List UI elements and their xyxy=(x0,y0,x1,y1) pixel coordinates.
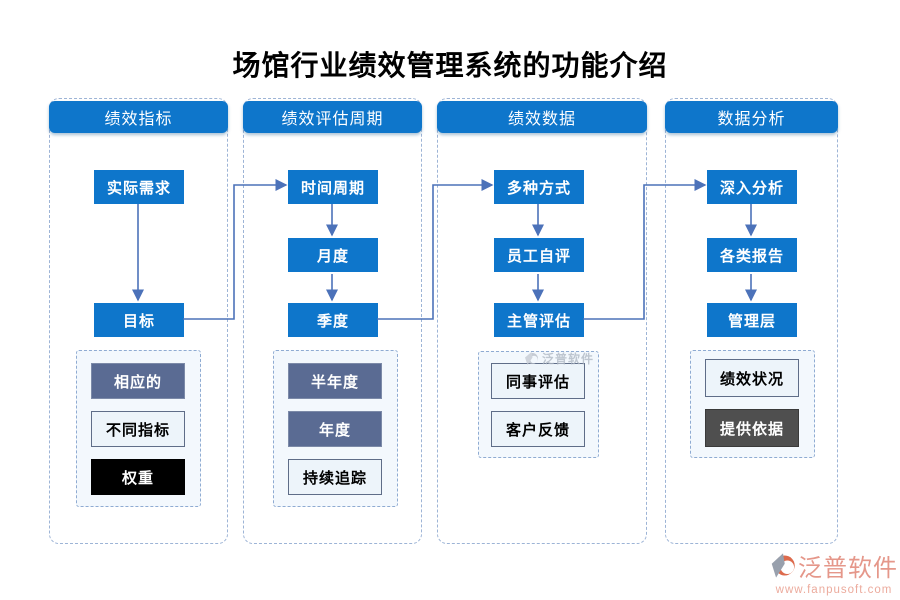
sub-node-customer-feedback: 客户反馈 xyxy=(491,411,585,447)
flow-node-monthly: 月度 xyxy=(288,238,378,272)
flow-node-management-layer: 管理层 xyxy=(707,303,797,337)
column-evaluation-cycle: 绩效评估周期 时间周期 月度 季度 半年度 年度 持续追踪 xyxy=(243,98,422,544)
watermark-logo: 泛普软件 xyxy=(524,350,594,366)
column-performance-indicators: 绩效指标 实际需求 目标 相应的 不同指标 权重 xyxy=(49,98,228,544)
footer-brand-text: 泛普软件 xyxy=(798,555,898,582)
sub-node-annual: 年度 xyxy=(288,411,382,447)
sub-node-provide-basis: 提供依据 xyxy=(705,409,799,447)
fanpu-logo-icon xyxy=(771,553,795,578)
sub-node-performance-status: 绩效状况 xyxy=(705,359,799,397)
sub-node-different-indicators: 不同指标 xyxy=(91,411,185,447)
flow-node-goal: 目标 xyxy=(94,303,184,337)
watermark-brand-text: 泛普软件 xyxy=(542,351,595,366)
flow-node-quarterly: 季度 xyxy=(288,303,378,337)
footer-url: www.fanpusoft.com xyxy=(775,584,893,596)
column-performance-data: 绩效数据 多种方式 员工自评 主管评估 同事评估 客户反馈 xyxy=(437,98,647,544)
flow-node-multiple-methods: 多种方式 xyxy=(494,170,584,204)
flow-node-time-cycle: 时间周期 xyxy=(288,170,378,204)
column-header: 数据分析 xyxy=(665,101,838,133)
column-data-analysis: 数据分析 深入分析 各类报告 管理层 绩效状况 提供依据 xyxy=(665,98,838,544)
flow-node-various-reports: 各类报告 xyxy=(707,238,797,272)
sub-node-weight: 权重 xyxy=(91,459,185,495)
column-header: 绩效指标 xyxy=(49,101,228,133)
sub-node-corresponding: 相应的 xyxy=(91,363,185,399)
sub-node-continuous-tracking: 持续追踪 xyxy=(288,459,382,495)
flow-node-supervisor-evaluation: 主管评估 xyxy=(494,303,584,337)
sub-node-semiannual: 半年度 xyxy=(288,363,382,399)
flow-node-deep-analysis: 深入分析 xyxy=(707,170,797,204)
diagram-title: 场馆行业绩效管理系统的功能介绍 xyxy=(232,49,668,82)
footer-logo: 泛普软件 www.fanpusoft.com xyxy=(770,548,898,596)
flow-node-actual-demand: 实际需求 xyxy=(94,170,184,204)
column-header: 绩效数据 xyxy=(437,101,647,133)
fanpu-logo-icon xyxy=(525,351,538,365)
sub-node-peer-evaluation: 同事评估 xyxy=(491,363,585,399)
flow-node-employee-self-evaluation: 员工自评 xyxy=(494,238,584,272)
column-header: 绩效评估周期 xyxy=(243,101,422,133)
